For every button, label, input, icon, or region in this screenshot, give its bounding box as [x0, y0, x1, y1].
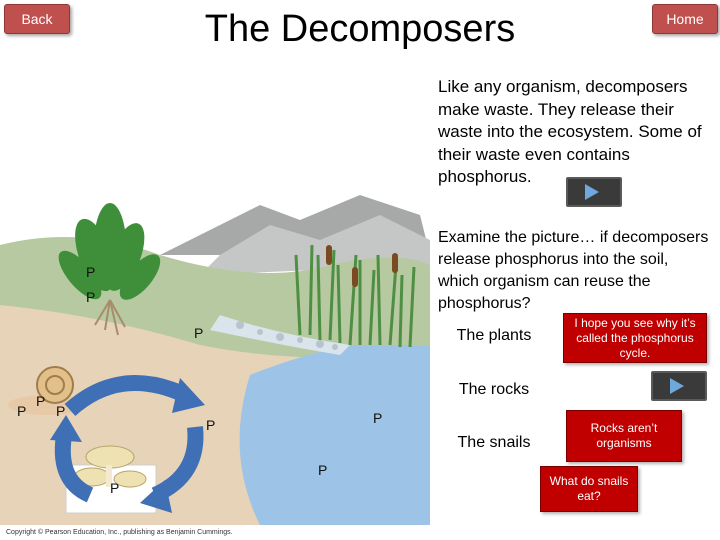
phosphorus-label: P — [206, 417, 215, 433]
back-button[interactable]: Back — [4, 4, 70, 34]
reeds-shape — [294, 244, 416, 348]
snail-shape — [8, 366, 88, 415]
water-body — [239, 345, 430, 525]
phosphorus-label: P — [373, 410, 382, 426]
intro-paragraph: Like any organism, decomposers make wast… — [438, 77, 702, 186]
phosphorus-label: P — [110, 480, 119, 496]
phosphorus-cycle-illustration: P P P P P P P P P P — [0, 195, 430, 525]
feedback-plants: I hope you see why it’s called the phosp… — [563, 313, 707, 363]
plant-shape — [58, 203, 161, 300]
page-title: The Decomposers — [204, 8, 516, 50]
phosphorus-label: P — [194, 325, 203, 341]
phosphorus-label: P — [56, 403, 65, 419]
play-icon — [670, 378, 684, 394]
copyright-text: Copyright © Pearson Education, Inc., pub… — [6, 529, 233, 536]
phosphorus-label: P — [36, 393, 45, 409]
question-text: Examine the picture… if decomposers rele… — [438, 229, 709, 312]
feedback-rocks-text: Rocks aren’t organisms — [590, 421, 658, 450]
phosphorus-label: P — [86, 264, 95, 280]
play-icon — [585, 184, 599, 200]
phosphorus-label: P — [17, 403, 26, 419]
feedback-snails: What do snails eat? — [540, 466, 638, 512]
choice-snails-button[interactable]: The snails — [446, 428, 542, 458]
cycle-arrow-top — [64, 375, 189, 417]
feedback-snails-text: What do snails eat? — [549, 474, 629, 503]
home-button[interactable]: Home — [652, 4, 718, 34]
choice-plants-button[interactable]: The plants — [446, 321, 542, 351]
phosphorus-label: P — [86, 289, 95, 305]
next-button[interactable] — [651, 371, 707, 401]
feedback-plants-text: I hope you see why it’s called the phosp… — [574, 315, 696, 360]
play-button[interactable] — [566, 177, 622, 207]
phosphorus-label: P — [318, 462, 327, 478]
feedback-rocks: Rocks aren’t organisms — [566, 410, 682, 462]
choice-rocks-button[interactable]: The rocks — [446, 375, 542, 405]
